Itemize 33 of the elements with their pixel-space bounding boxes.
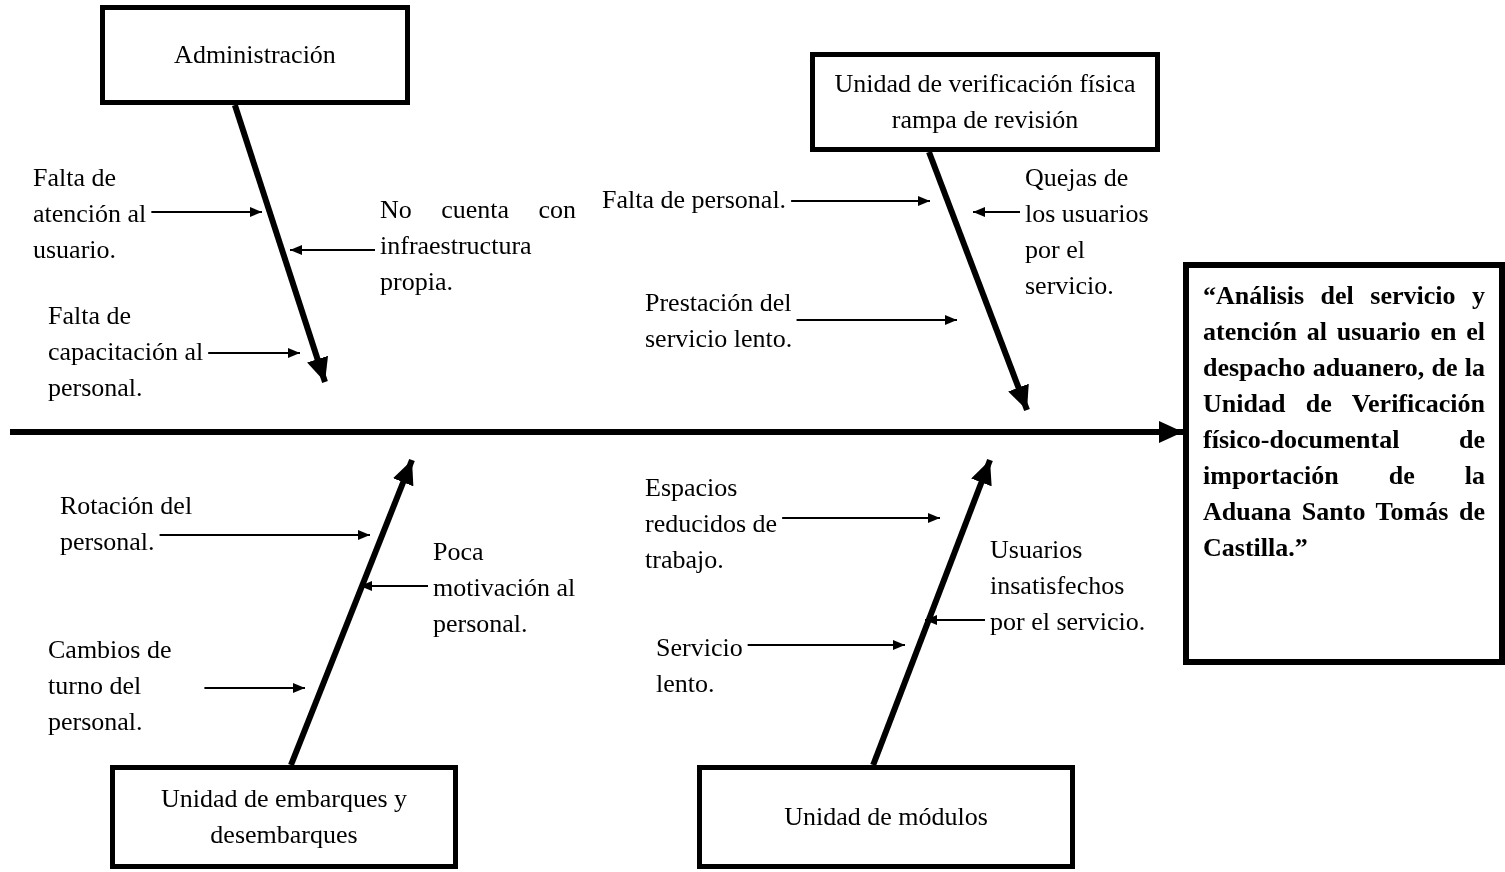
arrow [207, 348, 301, 358]
cause-text: No cuenta con infraestructura propia. [380, 192, 576, 300]
arrow [924, 615, 986, 625]
cause-text: Cambios de turno del personal. [48, 632, 218, 740]
cause-text: Prestación del servicio lento. [645, 285, 855, 357]
effect-box: “Análisis del servicio y atención al usuario en el despacho aduanero, de la Unidad de Verificación físico-documental de importación de la Aduana Santo Tomás de Castilla.” [1183, 262, 1505, 665]
arrow [795, 315, 958, 325]
arrow [288, 458, 415, 767]
arrow [790, 196, 931, 206]
category-box: Unidad de verificación física rampa de revisión [810, 52, 1160, 152]
arrow [972, 207, 1021, 217]
arrow [746, 640, 906, 650]
arrow [926, 150, 1030, 412]
cause-text: Poca motivación al personal. [433, 534, 579, 642]
cause-text: Espacios reducidos de trabajo. [645, 470, 815, 578]
cause-text: Falta de capacitación al personal. [48, 298, 218, 406]
arrow [232, 104, 329, 383]
category-box: Administración [100, 5, 410, 105]
arrow [289, 245, 376, 255]
cause-text: Servicio lento. [656, 630, 776, 702]
cause-text: Quejas de los usuarios por el servicio. [1025, 160, 1155, 304]
cause-text: Falta de atención al usuario. [33, 160, 200, 268]
arrow [781, 513, 941, 523]
cause-text: Usuarios insatisfechos por el servicio. [990, 532, 1160, 640]
category-box: Unidad de embarques y desembarques [110, 765, 458, 869]
cause-text: Rotación del personal. [60, 488, 290, 560]
arrow [203, 683, 306, 693]
arrow [158, 530, 371, 540]
arrow [10, 421, 1183, 443]
category-box: Unidad de módulos [697, 765, 1075, 869]
arrow [870, 458, 993, 767]
cause-text: Falta de personal. [602, 182, 787, 218]
arrow [150, 207, 263, 217]
